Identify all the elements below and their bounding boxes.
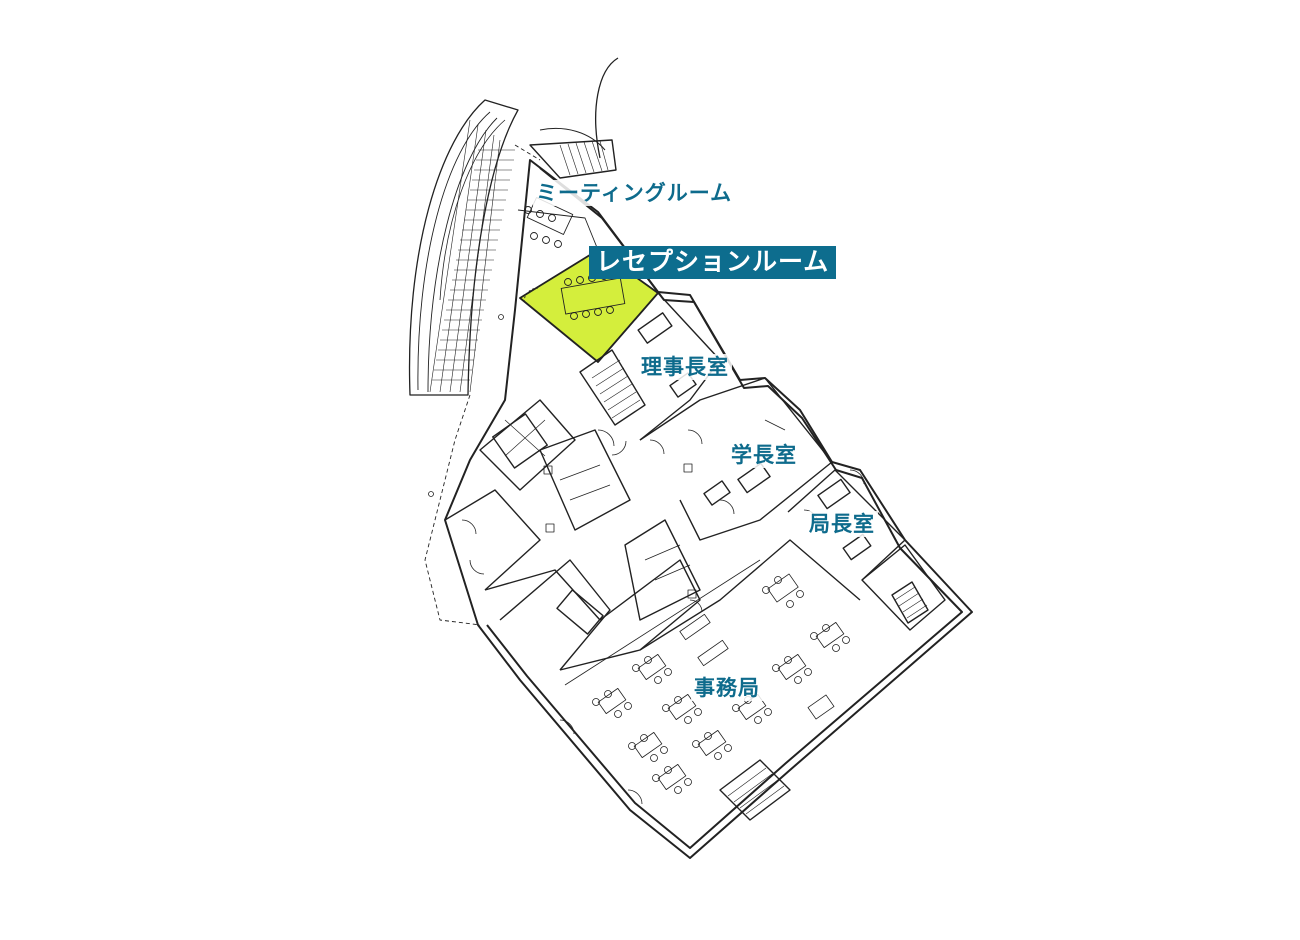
curved-canopy xyxy=(408,99,519,396)
site-boundary xyxy=(424,144,541,626)
secretariat-label: 事務局 xyxy=(691,675,763,701)
office-desks xyxy=(592,573,850,794)
reception-room-label: レセプションルーム xyxy=(589,246,837,279)
chairman-room-label: 理事長室 xyxy=(638,354,732,380)
meeting-room-label: ミーティングルーム xyxy=(533,180,736,206)
president-room-label: 学長室 xyxy=(728,442,800,468)
director-room-label: 局長室 xyxy=(806,511,878,537)
doors xyxy=(461,429,865,805)
fixtures xyxy=(428,314,697,599)
building-outline xyxy=(444,159,973,859)
interior-walls xyxy=(444,292,946,821)
entry-stairs xyxy=(529,57,619,179)
meeting-room-furniture xyxy=(517,197,599,299)
